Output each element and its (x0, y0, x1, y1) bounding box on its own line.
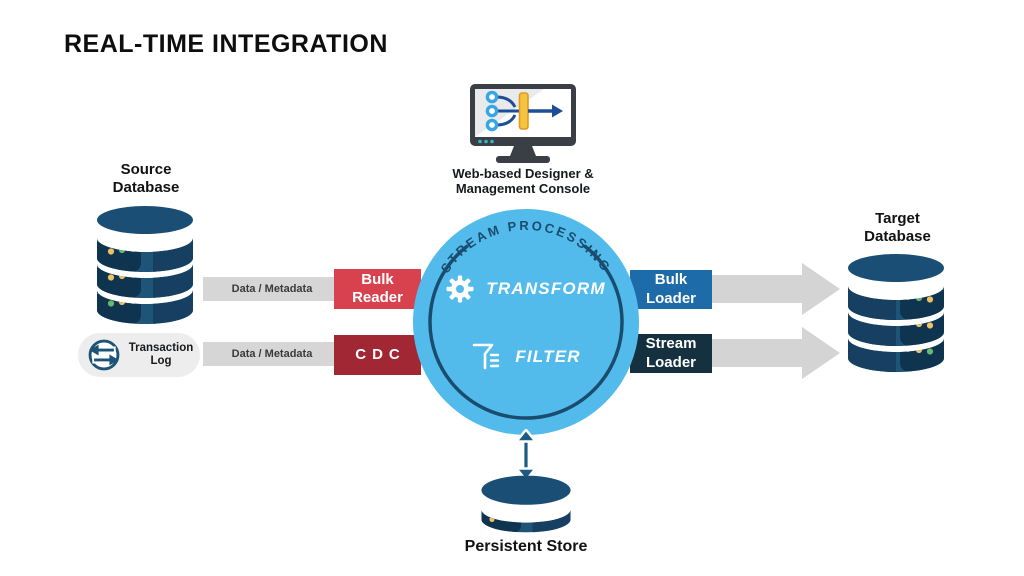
flow-bar-cdc: Data / Metadata (203, 342, 341, 366)
stream-loader-box: Stream Loader (630, 334, 712, 373)
flow-bar-cdc-label: Data / Metadata (231, 348, 313, 360)
stream-loader-label: Stream Loader (645, 335, 697, 371)
persistent-store-icon (481, 475, 571, 533)
filter-label: FILTER (515, 347, 581, 366)
funnel-icon (472, 343, 500, 370)
page-title: REAL-TIME INTEGRATION (64, 30, 388, 58)
target-database-icon (848, 254, 944, 372)
console-caption: Web-based Designer & Management Console (452, 166, 594, 197)
transform-row: TRANSFORM (413, 274, 639, 304)
transform-label: TRANSFORM (486, 279, 606, 298)
transaction-log-label: Transaction Log (128, 341, 194, 367)
persistent-store-double-arrow (515, 429, 537, 481)
flow-bar-bulk-read-label: Data / Metadata (231, 283, 313, 295)
target-database-label: Target Database (864, 210, 931, 245)
transaction-log: Transaction Log (78, 333, 200, 377)
flow-bar-bulk-read: Data / Metadata (203, 277, 341, 301)
monitor-with-data-flow-icon (470, 84, 576, 163)
flow-arrow-bulk-load (702, 263, 840, 315)
stream-processing-circle: STREAM PROCESSING (413, 209, 639, 435)
source-database-icon (97, 206, 193, 324)
bulk-loader-label: Bulk Loader (645, 271, 696, 307)
bulk-reader-box: Bulk Reader (334, 269, 421, 309)
cdc-label: CDC (355, 345, 406, 363)
bulk-loader-box: Bulk Loader (630, 270, 712, 309)
persistent-store-label: Persistent Store (464, 538, 588, 555)
bulk-reader-label: Bulk Reader (352, 270, 403, 306)
filter-row: FILTER (413, 341, 639, 373)
cdc-box: CDC (334, 335, 421, 375)
transfer-arrows-icon (88, 339, 120, 371)
source-database-label: Source Database (112, 161, 180, 196)
flow-arrow-stream-load (702, 327, 840, 379)
gear-icon (446, 275, 474, 303)
